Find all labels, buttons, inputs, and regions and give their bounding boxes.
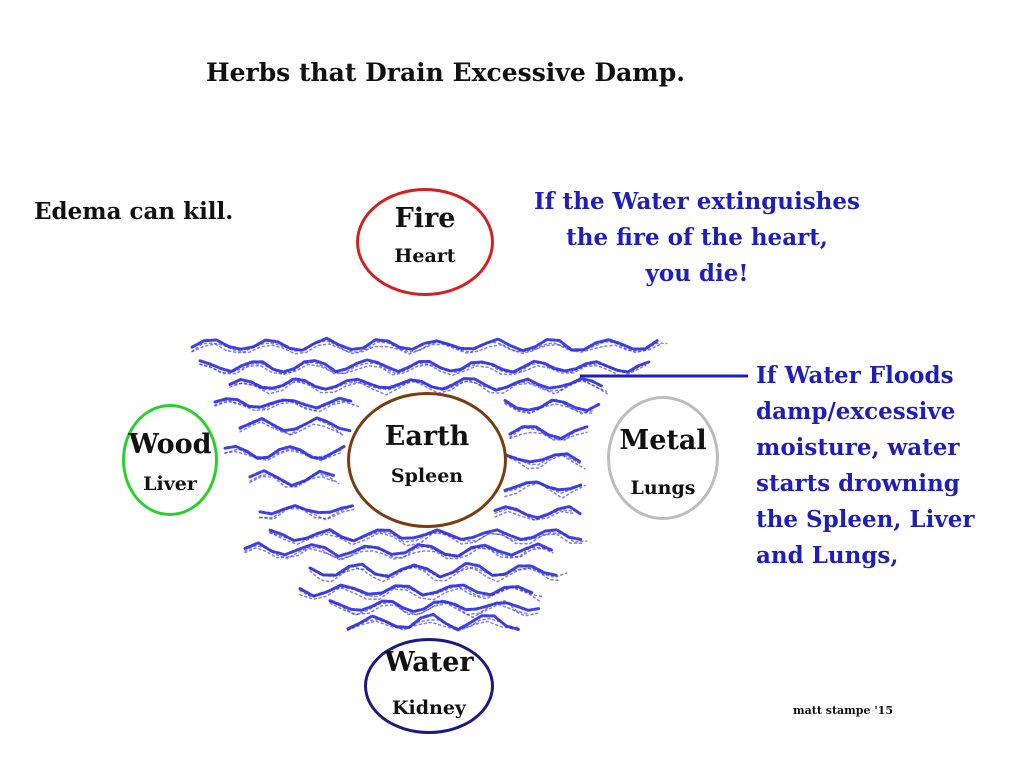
fire-annotation-line: If the Water extinguishes: [534, 188, 860, 215]
water-wave-line: [509, 431, 588, 441]
water-wave-line: [191, 339, 668, 355]
water-wave-line: [229, 379, 608, 396]
water-wave-line: [214, 400, 360, 413]
water-wave-line: [199, 361, 644, 376]
water-wave-line: [228, 377, 604, 392]
water-wave-line: [199, 363, 647, 378]
water-wave-line: [244, 544, 552, 560]
element-label: Water: [384, 647, 474, 678]
water-wave-line: [259, 506, 353, 521]
page-title: Herbs that Drain Excessive Damp.: [206, 58, 685, 87]
metal-lungs-circle: Metal Lungs: [607, 396, 719, 520]
water-wave-line: [249, 475, 334, 488]
water-wave-line: [503, 398, 601, 412]
water-wave-line: [190, 336, 659, 353]
water-wave-line: [244, 547, 554, 561]
water-wave-line: [328, 599, 541, 614]
flood-annotation-line: If Water Floods: [756, 362, 954, 389]
water-wave-line: [224, 448, 345, 459]
flood-annotation-line: starts drowning: [756, 470, 960, 497]
water-wave-line: [268, 528, 583, 543]
water-wave-line: [508, 425, 589, 440]
water-wave-line: [259, 507, 357, 520]
water-wave-line: [299, 586, 541, 602]
water-wave-line: [504, 398, 596, 415]
element-label: Fire: [394, 203, 456, 234]
water-wave-line: [329, 599, 531, 616]
water-wave-line: [329, 602, 539, 619]
water-wave-line: [239, 421, 346, 437]
water-wave-line: [214, 399, 353, 412]
water-wave-line: [503, 452, 581, 464]
flood-annotation-line: the Spleen, Liver: [756, 506, 975, 533]
water-wave-line: [269, 530, 588, 543]
water-wave-line: [191, 343, 662, 355]
water-wave-line: [493, 505, 582, 520]
water-wave-line: [269, 531, 586, 547]
water-wave-line: [213, 396, 353, 410]
fire-annotation-line: you die!: [645, 260, 749, 287]
water-wave-line: [504, 482, 584, 494]
fire-heart-circle: Fire Heart: [356, 188, 494, 296]
water-wave-line: [223, 444, 346, 460]
water-wave-line: [494, 510, 575, 521]
water-wave-line: [309, 565, 561, 583]
water-wave-line: [347, 617, 521, 631]
organ-label: Kidney: [392, 697, 466, 719]
organ-label: Liver: [143, 473, 197, 495]
water-wave-line: [239, 418, 342, 436]
water-wave-line: [504, 454, 586, 470]
edema-note: Edema can kill.: [34, 198, 234, 225]
author-credit: matt stampe '15: [793, 704, 893, 717]
organ-label: Spleen: [390, 465, 464, 487]
water-wave-line: [504, 452, 583, 466]
element-label: Earth: [384, 421, 470, 452]
water-wave-line: [224, 449, 344, 462]
flood-annotation-line: and Lungs,: [756, 542, 899, 569]
water-wave-line: [504, 402, 594, 415]
water-kidney-circle: Water Kidney: [364, 638, 494, 734]
organ-label: Lungs: [630, 477, 696, 499]
wood-liver-circle: Wood Liver: [122, 404, 218, 516]
water-wave-line: [504, 482, 586, 499]
water-wave-line: [494, 507, 575, 522]
element-label: Metal: [619, 425, 707, 456]
fire-annotation: If the Water extinguishes the fire of th…: [534, 184, 860, 292]
water-wave-line: [243, 541, 553, 558]
water-wave-line: [238, 416, 352, 433]
flood-annotation-line: moisture, water: [756, 434, 960, 461]
water-wave-line: [346, 612, 520, 632]
organ-label: Heart: [394, 245, 456, 267]
flood-annotation: If Water Floods damp/excessive moisture,…: [756, 358, 974, 574]
earth-spleen-circle: Earth Spleen: [347, 392, 507, 528]
fire-annotation-line: the fire of the heart,: [566, 224, 828, 251]
water-wave-line: [347, 620, 516, 632]
element-label: Wood: [128, 429, 212, 460]
flood-annotation-line: damp/excessive: [756, 398, 956, 425]
water-wave-line: [198, 358, 651, 374]
water-wave-line: [248, 469, 335, 487]
